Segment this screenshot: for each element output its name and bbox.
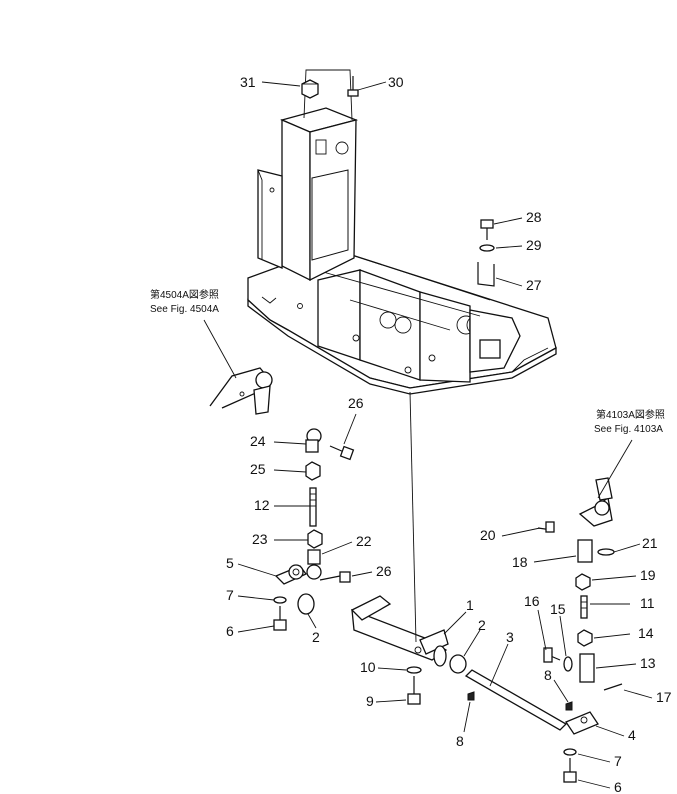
shaft-1 [350,595,449,667]
bushing-2-right [449,654,467,674]
clevis-13 [579,653,595,683]
pin-21 [597,548,615,556]
washer-7-left [273,596,287,604]
washer-15 [563,656,573,672]
ref-leader-right [597,439,633,499]
rod-end-24 [305,428,322,453]
callout-27: 27 [526,277,542,293]
ref-leader-left [203,319,237,379]
pin-8-right [565,701,573,711]
washer-10 [406,666,422,674]
right-lever [578,477,613,527]
lever-5 [274,564,308,585]
callout-26a: 26 [348,395,364,411]
callout-6b: 6 [614,779,622,794]
callout-14: 14 [638,625,654,641]
ref-right-jp: 第4103A図参照 [596,408,665,421]
callout-30: 30 [388,74,404,90]
pin-8-left [467,691,475,701]
shaft-3 [464,669,568,731]
callout-2a: 2 [312,629,320,645]
callout-6a: 6 [226,623,234,639]
callout-19: 19 [640,567,656,583]
rod-12 [309,487,317,527]
upper-box [257,69,359,282]
bolt-6-right [563,758,577,783]
nut-23 [307,529,323,549]
callout-leaders [237,81,653,789]
washer-29 [479,244,495,252]
callout-12: 12 [254,497,270,513]
bushing-2-left [297,593,315,615]
callout-11: 11 [640,595,655,611]
bolt-16 [543,647,561,663]
callout-21: 21 [642,535,658,551]
nut-19 [575,573,591,591]
rod-11 [580,595,588,619]
callout-29: 29 [526,237,542,253]
callout-13: 13 [640,655,656,671]
callout-9: 9 [366,693,374,709]
bolt-20 [537,521,555,533]
leader-line [409,391,417,643]
nut-31 [301,79,319,99]
callout-24: 24 [250,433,266,449]
bolt-26-upper [329,445,355,461]
callout-15: 15 [550,601,566,617]
callout-20: 20 [480,527,496,543]
lever-4 [565,711,599,735]
callout-18: 18 [512,554,528,570]
callout-16: 16 [524,593,540,609]
bolt-30 [347,76,359,97]
callout-5: 5 [226,555,234,571]
left-lever [209,367,273,415]
ref-right-en: See Fig. 4103A [594,424,663,435]
bolt-9 [407,676,421,705]
callout-23: 23 [252,531,268,547]
rod-end-22 [306,549,322,580]
callout-4: 4 [628,727,636,743]
washer-7-right [563,748,577,756]
nut-14 [577,629,593,647]
callout-2b: 2 [478,617,486,633]
callout-25: 25 [250,461,266,477]
clip-27 [477,262,495,287]
bolt-6-left [273,606,287,631]
bolt-26-lower [319,571,351,583]
callout-8b: 8 [456,733,464,749]
bolt-28 [480,219,494,240]
callout-28: 28 [526,209,542,225]
callout-31: 31 [240,74,256,90]
callout-8a: 8 [544,667,552,683]
ref-left-en: See Fig. 4504A [150,304,219,315]
callout-3: 3 [506,629,514,645]
nut-25 [305,461,321,481]
callout-22: 22 [356,533,372,549]
callout-26b: 26 [376,563,392,579]
callout-1: 1 [466,597,474,613]
callout-17: 17 [656,689,672,705]
callout-7b: 7 [614,753,622,769]
callout-10: 10 [360,659,376,675]
callout-7a: 7 [226,587,234,603]
pin-17 [603,683,623,691]
clevis-18 [577,539,593,563]
ref-left-jp: 第4504A図参照 [150,288,219,301]
base-plate [247,247,557,395]
